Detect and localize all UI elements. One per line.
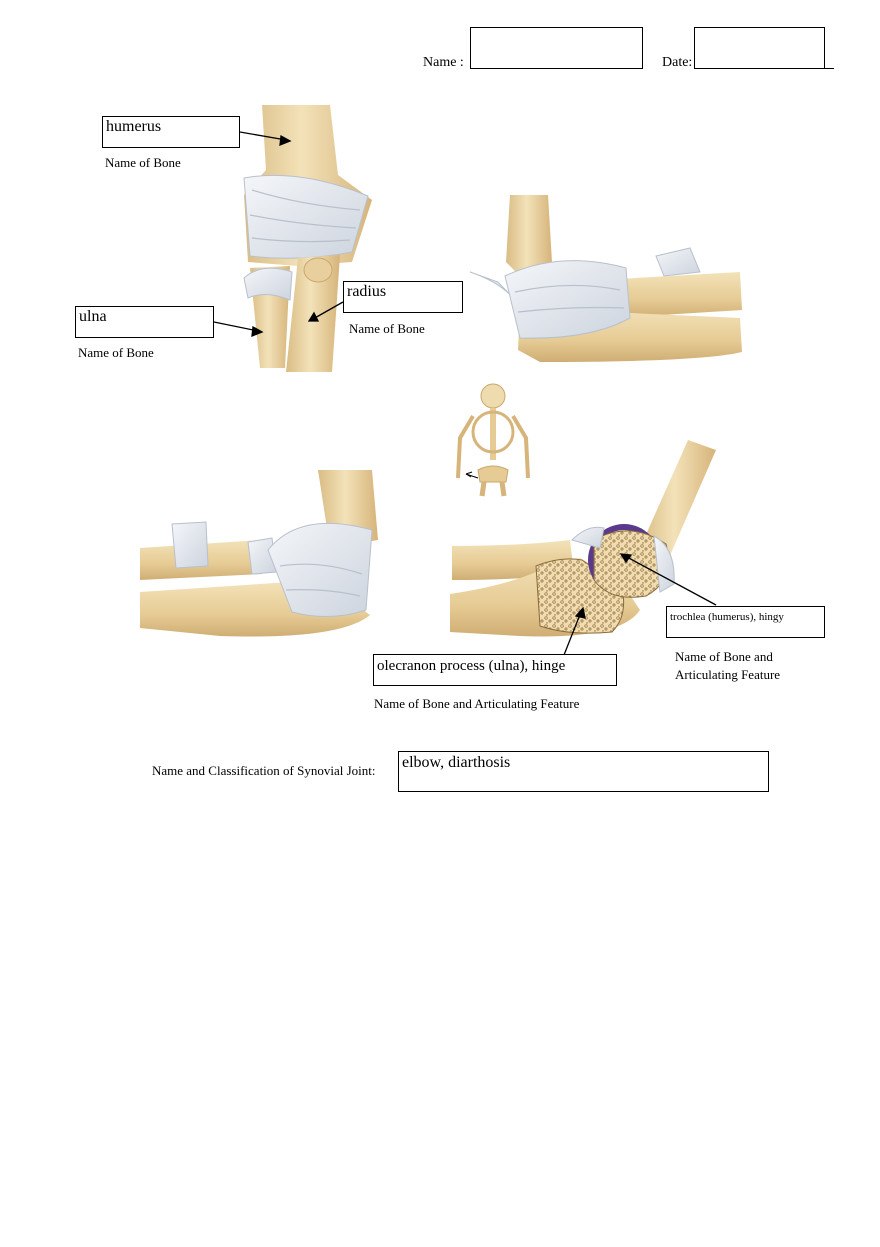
- olecranon-answer-text: olecranon process (ulna), hinge: [377, 658, 566, 674]
- ulna-answer-text: ulna: [79, 308, 107, 325]
- radius-caption: Name of Bone: [349, 321, 425, 336]
- sagittal-section-figure: [450, 440, 716, 637]
- name-label: Name :: [423, 55, 464, 70]
- name-field[interactable]: [470, 27, 643, 69]
- date-field[interactable]: [694, 27, 825, 69]
- trochlea-answer-box[interactable]: trochlea (humerus), hingy: [666, 606, 825, 638]
- medial-elbow-figure: [140, 470, 378, 637]
- trochlea-caption-line1: Name of Bone and: [675, 649, 773, 664]
- ulna-answer-box[interactable]: ulna: [75, 306, 214, 338]
- trochlea-caption-line2: Articulating Feature: [675, 667, 781, 682]
- trochlea-answer-text: trochlea (humerus), hingy: [670, 611, 784, 623]
- skeleton-thumbnail: [456, 383, 530, 497]
- joint-label: Name and Classification of Synovial Join…: [152, 763, 376, 778]
- humerus-caption: Name of Bone: [105, 155, 181, 170]
- date-label: Date:: [662, 55, 693, 70]
- olecranon-answer-box[interactable]: olecranon process (ulna), hinge: [373, 654, 617, 686]
- lateral-elbow-figure: [469, 195, 742, 362]
- humerus-answer-box[interactable]: humerus: [102, 116, 240, 148]
- olecranon-caption: Name of Bone and Articulating Feature: [374, 696, 580, 711]
- ulna-caption: Name of Bone: [78, 345, 154, 360]
- joint-answer-text: elbow, diarthosis: [402, 754, 511, 771]
- joint-answer-box[interactable]: elbow, diarthosis: [398, 751, 769, 792]
- humerus-answer-text: humerus: [106, 118, 162, 135]
- radius-answer-text: radius: [347, 283, 387, 300]
- leader-arrows: [213, 131, 717, 656]
- radius-answer-box[interactable]: radius: [343, 281, 463, 313]
- anterior-elbow-figure: [243, 105, 372, 372]
